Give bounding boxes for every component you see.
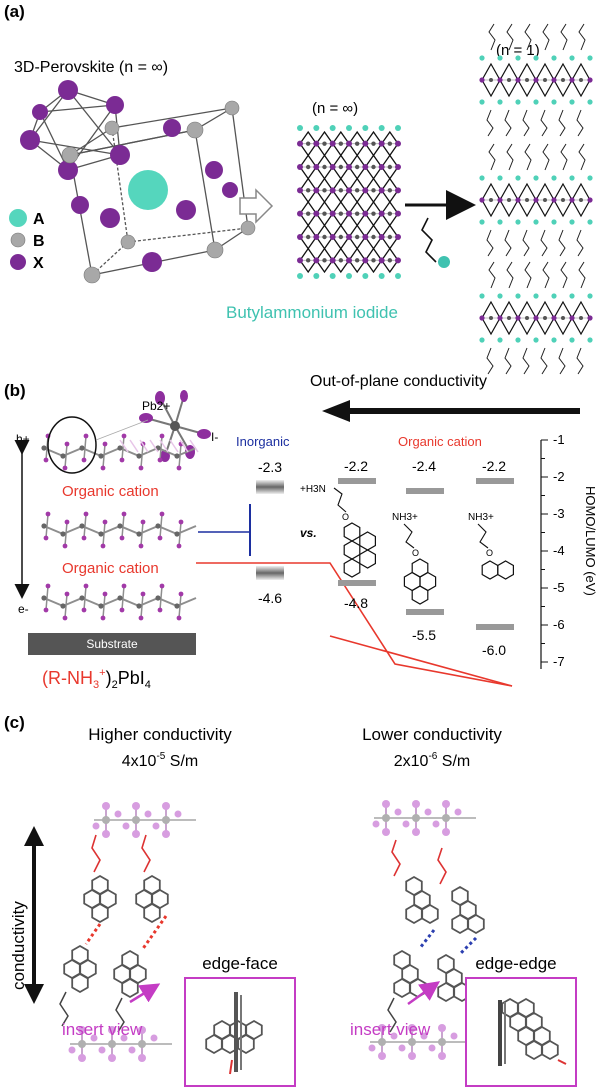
organic-connector xyxy=(196,562,513,687)
organic-3-homo-value: -6.0 xyxy=(482,642,506,658)
substrate-label: Substrate xyxy=(86,637,138,651)
organic-2-lumo-bar xyxy=(406,488,444,494)
panel-a: (a) 3D-Perovskite (n = ∞) xyxy=(4,2,593,375)
insert-view-label-left: insert view xyxy=(62,1020,143,1039)
butylammonium-label: Butylammonium iodide xyxy=(226,303,398,322)
higher-conductivity-value: 4x10-5 S/m xyxy=(122,751,199,770)
panel-b: (b) Pb2+ I- h+ xyxy=(4,373,598,691)
insert-view-arrow-right xyxy=(407,981,441,1006)
perovskite-legend: A B X xyxy=(9,209,45,272)
organic-cation-label-2: Organic cation xyxy=(62,560,159,577)
inorganic-lumo-value: -2.3 xyxy=(258,459,282,475)
perovskite-3d-structure xyxy=(20,80,256,284)
organic-2-homo-bar xyxy=(406,609,444,615)
edge-edge-inset xyxy=(465,977,577,1087)
insert-view-arrow-left xyxy=(129,983,161,1004)
organic-3-homo-bar xyxy=(476,624,514,630)
organic-heading: Organic cation xyxy=(398,434,482,449)
organic-1-lumo-value: -2.2 xyxy=(344,458,368,474)
axis-tick-4: -4 xyxy=(553,543,565,558)
axis-tick-3: -3 xyxy=(553,506,565,521)
inorganic-homo-bar xyxy=(256,566,284,580)
energy-axis: -1 -2 -3 -4 -5 -6 -7 HOMO/LUMO (eV) xyxy=(540,432,598,669)
organic-1-homo-value: -4.8 xyxy=(344,595,368,611)
legend-a-swatch xyxy=(9,209,27,227)
panel-c: (c) Higher conductivity 4x10-5 S/m Lower… xyxy=(4,713,577,1087)
svg-text:O: O xyxy=(412,548,419,558)
svg-text:O: O xyxy=(486,548,493,558)
pb-label: Pb2+ xyxy=(142,399,170,413)
perylene-molecule: O xyxy=(333,487,376,578)
edge-face-title: edge-face xyxy=(202,954,278,973)
n-inf-title: (n = ∞) xyxy=(312,100,358,117)
perovskite-3d-title: 3D-Perovskite (n = ∞) xyxy=(14,59,168,76)
layered-crystal xyxy=(41,433,199,621)
higher-conductivity-title: Higher conductivity xyxy=(88,725,232,744)
insert-view-label-right: insert view xyxy=(350,1020,431,1039)
organic-3-lumo-value: -2.2 xyxy=(482,458,506,474)
legend-b-label: B xyxy=(33,233,45,250)
edge-edge-title: edge-edge xyxy=(475,954,556,973)
butylammonium-molecule xyxy=(421,217,450,268)
organic-2-lumo-value: -2.4 xyxy=(412,458,436,474)
organic-3-lumo-bar xyxy=(476,478,514,484)
vs-label: vs. xyxy=(300,526,317,540)
right-crystal-view xyxy=(368,800,485,1060)
legend-a-label: A xyxy=(33,211,45,228)
substrate-bar xyxy=(28,633,196,655)
organic-cation-label-1: Organic cation xyxy=(62,483,159,500)
amine-label-1: +H3N xyxy=(300,484,326,495)
electron-label: e- xyxy=(18,602,29,616)
pb-octahedron xyxy=(139,390,211,462)
amine-label-2: NH3+ xyxy=(392,512,418,523)
axis-tick-1: -1 xyxy=(553,432,565,447)
naphthalene-molecule: O xyxy=(477,523,515,580)
panel-b-label: (b) xyxy=(4,381,26,400)
axis-tick-7: -7 xyxy=(553,654,565,669)
highlight-circle xyxy=(47,416,97,474)
panel-a-label: (a) xyxy=(4,2,25,21)
formula-label: (R-NH3+)2PbI4 xyxy=(42,667,151,691)
axis-tick-5: -5 xyxy=(553,580,565,595)
inorganic-homo-value: -4.6 xyxy=(258,590,282,606)
inorganic-heading: Inorganic xyxy=(236,434,290,449)
left-crystal-view xyxy=(59,802,196,1062)
lower-conductivity-title: Lower conductivity xyxy=(362,725,502,744)
iodide-label: I- xyxy=(211,430,218,444)
edge-face-molecule xyxy=(205,992,263,1075)
conductivity-axis-label: conductivity xyxy=(9,901,28,990)
organic-2-homo-value: -5.5 xyxy=(412,627,436,643)
out-of-plane-title: Out-of-plane conductivity xyxy=(310,373,487,390)
svg-text:O: O xyxy=(342,512,349,522)
axis-tick-2: -2 xyxy=(553,469,565,484)
n-inf-lattice xyxy=(297,125,401,279)
legend-b-swatch xyxy=(10,232,26,248)
edge-edge-molecule xyxy=(498,998,567,1066)
axis-tick-6: -6 xyxy=(553,617,565,632)
pyrene-molecule: O xyxy=(403,523,437,605)
organic-1-lumo-bar xyxy=(338,478,376,484)
hollow-arrow-icon xyxy=(239,188,274,224)
legend-x-label: X xyxy=(33,255,44,272)
legend-x-swatch xyxy=(10,254,26,270)
organic-1-homo-bar xyxy=(338,580,376,586)
panel-c-label: (c) xyxy=(4,713,25,732)
lower-conductivity-value: 2x10-6 S/m xyxy=(394,751,471,770)
inorganic-lumo-bar xyxy=(256,480,284,494)
hole-label: h+ xyxy=(16,432,30,446)
axis-title: HOMO/LUMO (eV) xyxy=(583,486,598,596)
n-1-layers xyxy=(479,23,593,375)
amine-label-3: NH3+ xyxy=(468,512,494,523)
